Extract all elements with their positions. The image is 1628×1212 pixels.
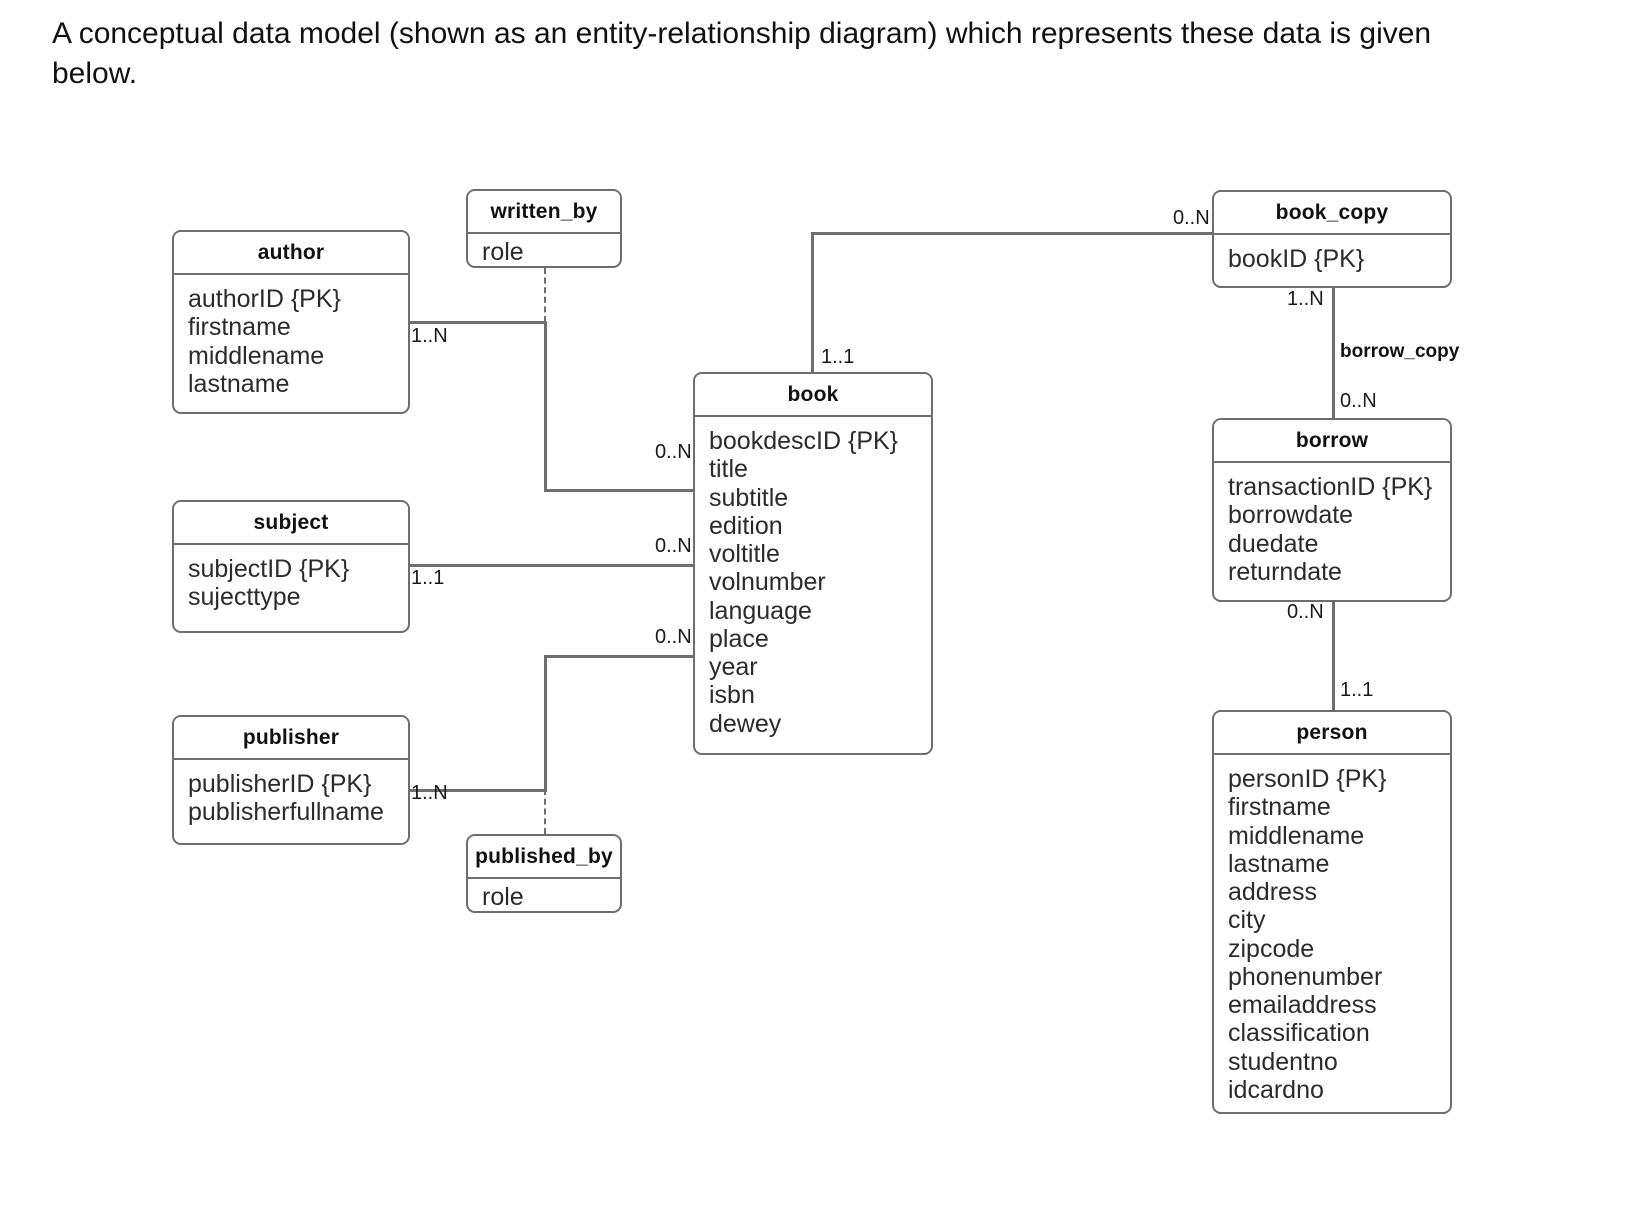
attribute-row: personID {PK}	[1228, 765, 1387, 793]
attribute-row: idcardno	[1228, 1075, 1324, 1104]
attribute-row: lastname	[188, 369, 290, 398]
page-intro-text: A conceptual data model (shown as an ent…	[52, 17, 1432, 90]
attribute-row: sujecttype	[188, 583, 301, 612]
attribute-row: year	[709, 653, 758, 681]
attribute-row: zipcode	[1228, 934, 1315, 963]
dashed-line-written-by	[544, 268, 546, 322]
line-book-bookcopy-seg1	[811, 232, 814, 374]
line-author-book-seg3	[544, 489, 694, 492]
attribute-row: publisherID {PK}	[188, 770, 372, 798]
entity-book-copy-title: book_copy	[1214, 192, 1450, 235]
multiplicity-borrow-to-person: 0..N	[1287, 601, 1324, 623]
attribute-row: bookdescID {PK}	[709, 427, 899, 455]
association-class-written-by[interactable]: written_by role	[466, 189, 622, 268]
line-author-book-seg2	[544, 321, 547, 491]
line-borrow-person	[1332, 602, 1335, 712]
association-published-by-title: published_by	[468, 836, 620, 879]
multiplicity-subject-to-book: 1..1	[411, 567, 445, 589]
multiplicity-book-from-author: 0..N	[655, 441, 692, 463]
association-written-by-title: written_by	[468, 191, 620, 234]
attribute-row: role	[482, 238, 524, 266]
multiplicity-publisher-to-book: 1..N	[411, 782, 448, 804]
multiplicity-bookcopy-from-book: 0..N	[1173, 207, 1210, 229]
entity-book-copy[interactable]: book_copy bookID {PK}	[1212, 190, 1452, 288]
attribute-row: publisherfullname	[188, 798, 384, 827]
attribute-row: city	[1228, 906, 1266, 935]
entity-borrow-attributes: transactionID {PK} borrowdate duedate re…	[1214, 463, 1450, 596]
attribute-row: lastname	[1228, 849, 1330, 878]
attribute-row: authorID {PK}	[188, 285, 341, 313]
entity-author-title: author	[174, 232, 408, 275]
attribute-row: middlename	[1228, 821, 1365, 850]
association-written-by-attributes: role	[468, 234, 620, 272]
entity-author-attributes: authorID {PK} firstname middlename lastn…	[174, 275, 408, 408]
entity-book-title: book	[695, 374, 931, 417]
attribute-row: dewey	[709, 709, 782, 738]
attribute-row: volnumber	[709, 568, 826, 597]
multiplicity-book-from-publisher: 0..N	[655, 626, 692, 648]
attribute-row: transactionID {PK}	[1228, 473, 1433, 501]
attribute-row: emailaddress	[1228, 991, 1377, 1019]
attribute-row: subtitle	[709, 483, 789, 512]
entity-publisher[interactable]: publisher publisherID {PK} publisherfull…	[172, 715, 410, 845]
attribute-row: role	[482, 883, 524, 911]
multiplicity-person-from-borrow: 1..1	[1340, 679, 1374, 701]
attribute-row: firstname	[188, 313, 291, 342]
attribute-row: phonenumber	[1228, 962, 1383, 991]
entity-publisher-title: publisher	[174, 717, 408, 760]
entity-publisher-attributes: publisherID {PK} publisherfullname	[174, 760, 408, 837]
entity-subject-attributes: subjectID {PK} sujecttype	[174, 545, 408, 622]
line-publisher-book-seg1	[410, 789, 547, 792]
association-class-published-by[interactable]: published_by role	[466, 834, 622, 913]
multiplicity-borrow-from-bookcopy: 0..N	[1340, 390, 1377, 412]
entity-person-title: person	[1214, 712, 1450, 755]
multiplicity-author-to-book: 1..N	[411, 325, 448, 347]
entity-book-attributes: bookdescID {PK} title subtitle edition v…	[695, 417, 931, 748]
attribute-row: classification	[1228, 1019, 1370, 1048]
attribute-row: place	[709, 624, 769, 653]
entity-person-attributes: personID {PK} firstname middlename lastn…	[1214, 755, 1450, 1114]
entity-subject-title: subject	[174, 502, 408, 545]
attribute-row: studentno	[1228, 1047, 1338, 1076]
attribute-row: middlename	[188, 341, 325, 370]
attribute-row: isbn	[709, 681, 755, 710]
attribute-row: firstname	[1228, 793, 1331, 822]
entity-borrow-title: borrow	[1214, 420, 1450, 463]
line-book-bookcopy-seg2	[811, 232, 1214, 235]
line-publisher-book-seg3	[544, 655, 694, 658]
line-publisher-book-seg2	[544, 655, 547, 791]
entity-subject[interactable]: subject subjectID {PK} sujecttype	[172, 500, 410, 633]
attribute-row: edition	[709, 511, 783, 540]
line-author-book-seg1	[410, 321, 547, 324]
multiplicity-bookcopy-to-borrow: 1..N	[1287, 288, 1324, 310]
entity-person[interactable]: person personID {PK} firstname middlenam…	[1212, 710, 1452, 1114]
dashed-line-published-by	[544, 789, 546, 834]
multiplicity-book-from-subject: 0..N	[655, 535, 692, 557]
entity-author[interactable]: author authorID {PK} firstname middlenam…	[172, 230, 410, 414]
attribute-row: address	[1228, 878, 1317, 906]
multiplicity-book-to-bookcopy: 1..1	[821, 346, 855, 368]
attribute-row: borrowdate	[1228, 501, 1354, 530]
attribute-row: duedate	[1228, 529, 1319, 558]
line-bookcopy-borrow	[1332, 288, 1335, 420]
entity-borrow[interactable]: borrow transactionID {PK} borrowdate due…	[1212, 418, 1452, 602]
attribute-row: language	[709, 596, 812, 625]
line-subject-book	[410, 564, 694, 567]
attribute-row: voltitle	[709, 540, 780, 568]
association-published-by-attributes: role	[468, 879, 620, 917]
relationship-label-borrow-copy: borrow_copy	[1340, 341, 1460, 362]
attribute-row: title	[709, 455, 748, 484]
entity-book-copy-attributes: bookID {PK}	[1214, 235, 1450, 283]
attribute-row: subjectID {PK}	[188, 555, 350, 583]
attribute-row: returndate	[1228, 557, 1342, 586]
entity-book[interactable]: book bookdescID {PK} title subtitle edit…	[693, 372, 933, 755]
attribute-row: bookID {PK}	[1228, 245, 1365, 273]
